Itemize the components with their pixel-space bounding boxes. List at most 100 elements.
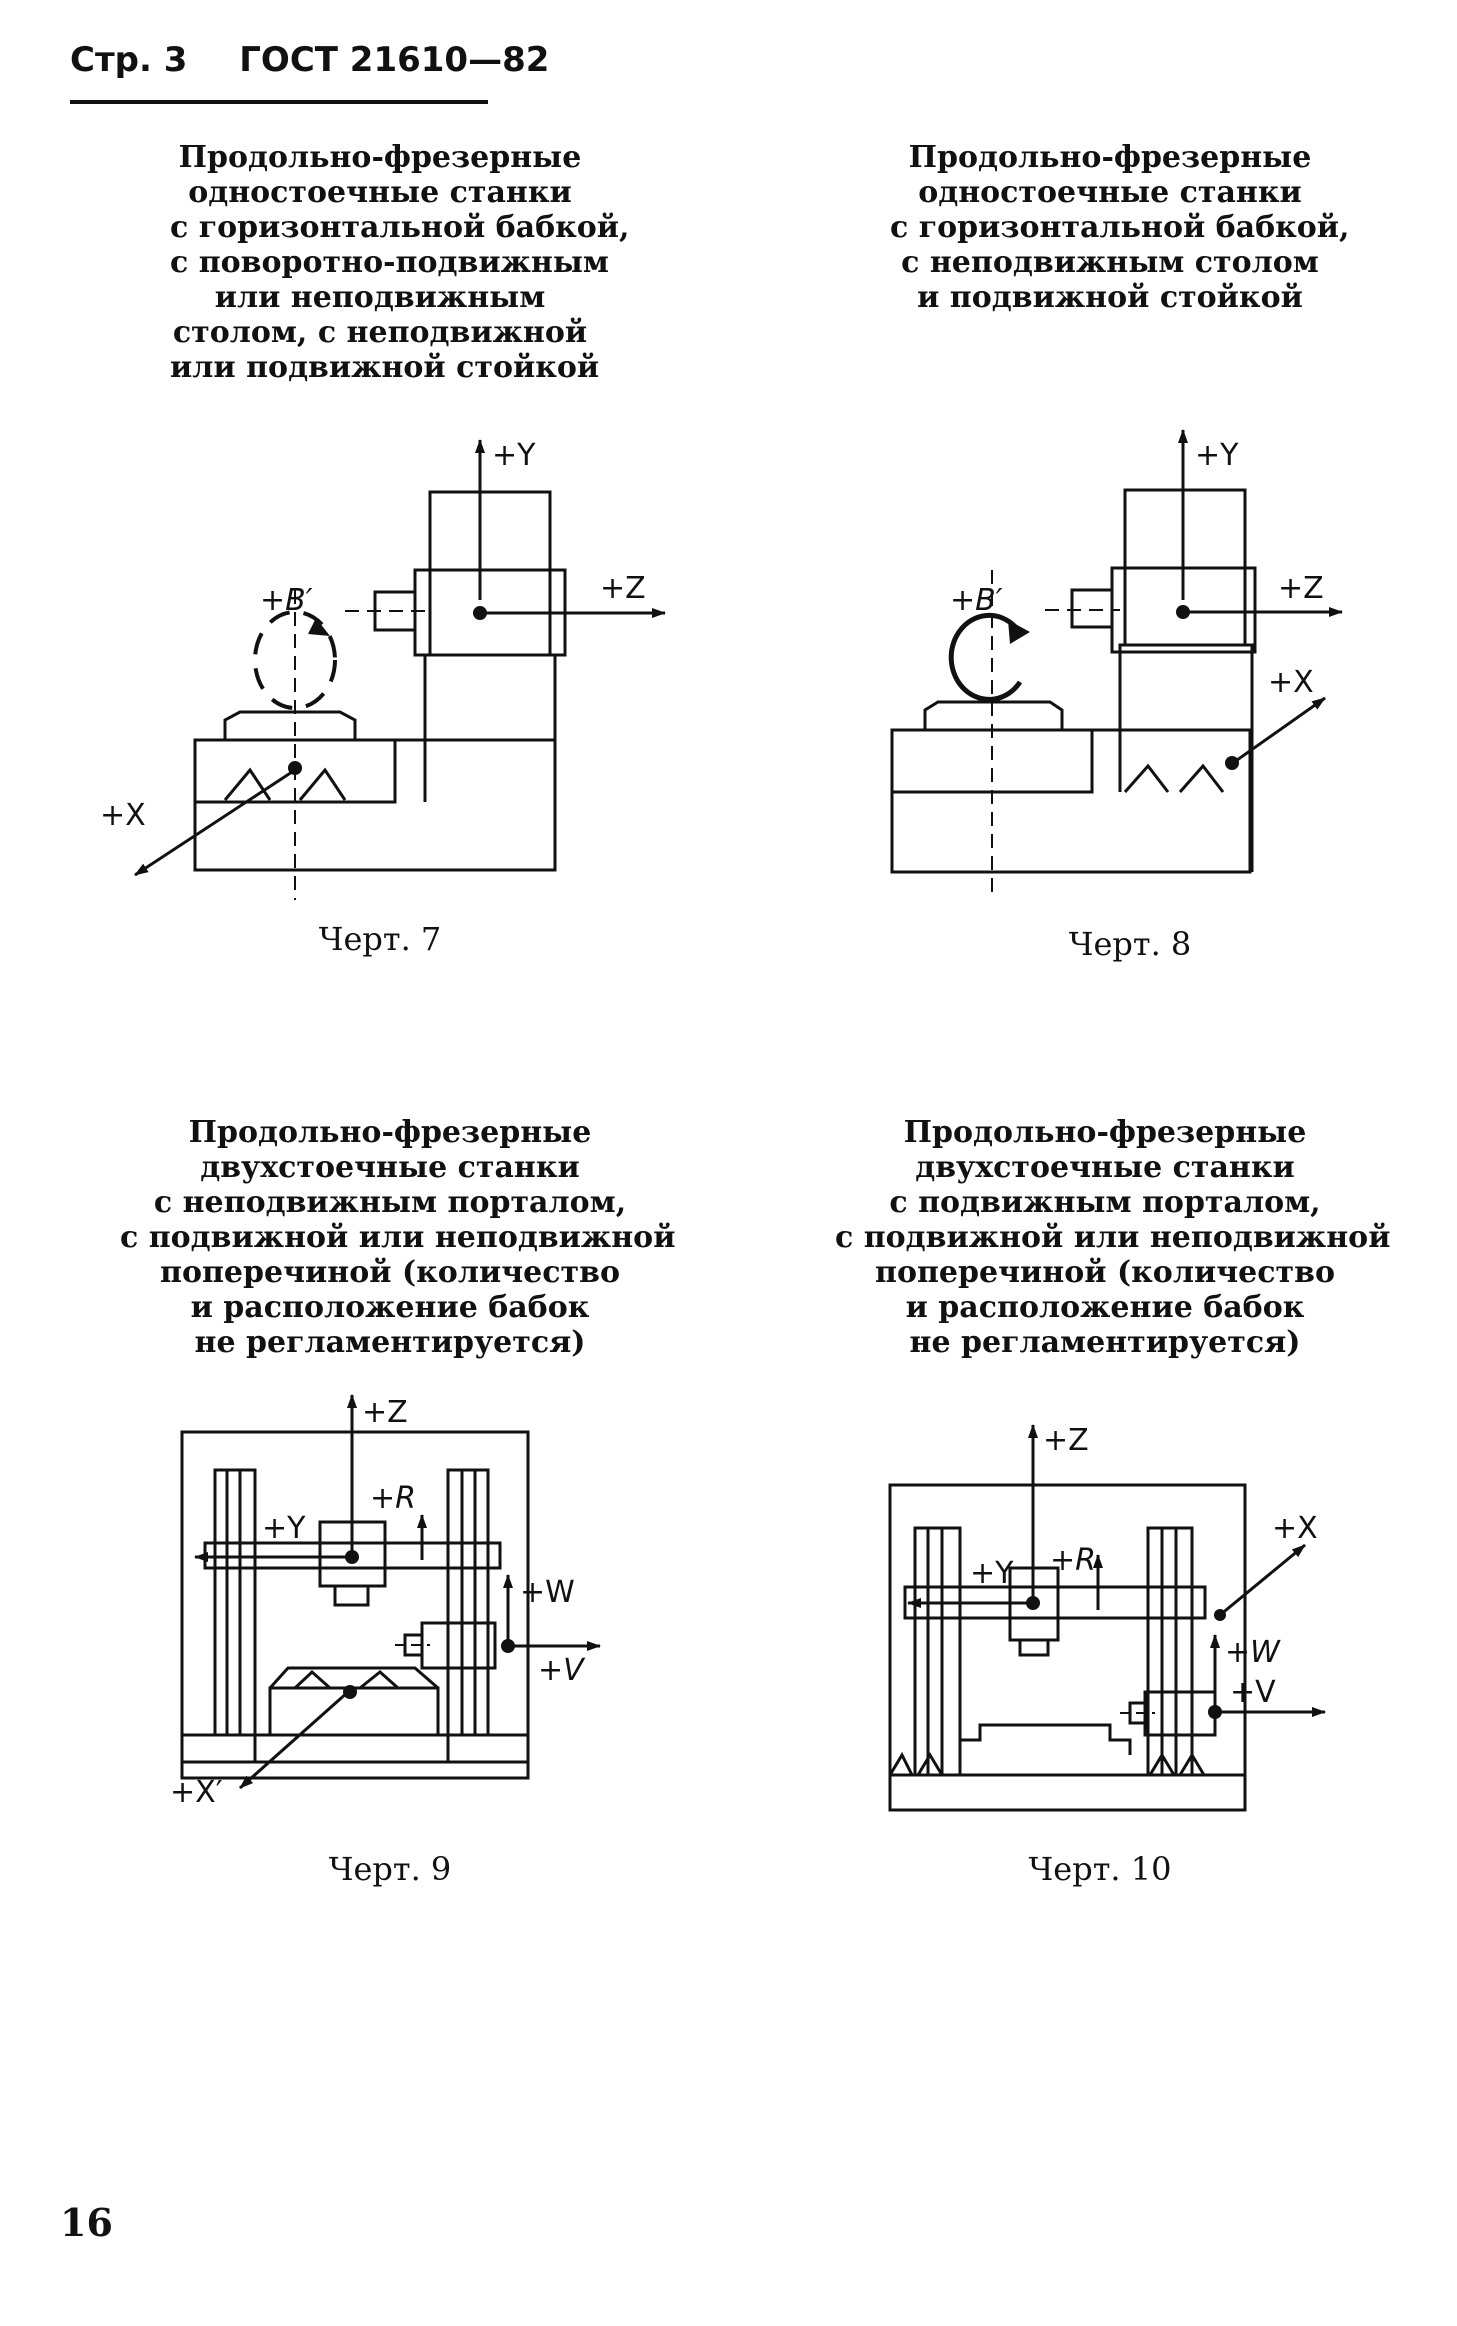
title-line: с горизонтальной бабкой, bbox=[890, 210, 1350, 245]
y-label: +Y bbox=[1195, 438, 1239, 473]
z-label: +Z bbox=[362, 1395, 408, 1430]
z-label: +Z bbox=[1278, 571, 1324, 606]
cross-rail bbox=[903, 1585, 1207, 1620]
figure-9-title: Продольно-фрезерные двухстоечные станки … bbox=[120, 1115, 676, 1360]
figure-10-title: Продольно-фрезерные двухстоечные станки … bbox=[835, 1115, 1391, 1360]
machine-base bbox=[193, 738, 557, 872]
figure-7-title: Продольно-фрезерные одностоечные станки … bbox=[170, 140, 630, 385]
column bbox=[1118, 643, 1254, 872]
machine-base bbox=[890, 728, 1252, 874]
figure-9-diagram: +Z +Y +R +W +V +X′ bbox=[170, 1394, 601, 1810]
rail-head bbox=[318, 1520, 387, 1588]
frame-outline bbox=[888, 1483, 1247, 1812]
title-line: Продольно-фрезерные bbox=[188, 1115, 592, 1150]
title-line: Продольно-фрезерные bbox=[903, 1115, 1307, 1150]
spindle-nose bbox=[1070, 588, 1114, 629]
title-line: Продольно-фрезерные bbox=[908, 140, 1312, 175]
base bbox=[182, 1733, 528, 1764]
v-label: +V bbox=[1230, 1675, 1276, 1710]
figure-7-caption: Черт. 7 bbox=[318, 920, 442, 958]
figure-7-diagram: +Y +Z +B′ +X bbox=[100, 438, 666, 900]
figure-8-caption: Черт. 8 bbox=[1068, 925, 1192, 963]
b-rotation-arrow bbox=[948, 612, 1023, 702]
title-line: с подвижной или неподвижной bbox=[835, 1220, 1391, 1255]
title-line: поперечиной (количество bbox=[160, 1255, 620, 1290]
figure-10-caption: Черт. 10 bbox=[1028, 1850, 1172, 1888]
r-label: +R bbox=[370, 1481, 416, 1516]
title-line: с горизонтальной бабкой, bbox=[170, 210, 630, 245]
title-line: Продольно-фрезерные bbox=[178, 140, 582, 175]
side-head bbox=[420, 1621, 497, 1670]
y-label: +Y bbox=[970, 1556, 1014, 1591]
w-label: +W bbox=[520, 1575, 575, 1610]
standard-number: ГОСТ 21610—82 bbox=[239, 40, 550, 80]
side-head bbox=[1143, 1690, 1217, 1737]
figure-8-diagram: +Y +Z +B′ +X bbox=[890, 429, 1343, 900]
b-label: +B′ bbox=[260, 583, 313, 618]
title-line: или неподвижным bbox=[214, 280, 546, 315]
guideway-notches bbox=[223, 767, 347, 801]
y-label: +Y bbox=[262, 1511, 306, 1546]
rotary-table-top bbox=[223, 710, 357, 740]
x-label: +X bbox=[100, 798, 146, 833]
figure-10-diagram: +Z +X +Y +R +W +V bbox=[888, 1423, 1326, 1812]
title-line: столом, с неподвижной bbox=[172, 315, 588, 350]
workpiece-plate bbox=[923, 700, 1064, 730]
x-label: +X bbox=[1268, 665, 1314, 700]
x-arrow bbox=[1219, 1543, 1306, 1617]
y-label: +Y bbox=[492, 438, 536, 473]
title-line: с неподвижным порталом, bbox=[153, 1185, 627, 1220]
base-slides bbox=[888, 1751, 1206, 1776]
left-column bbox=[913, 1526, 962, 1775]
x-arrow bbox=[1229, 696, 1326, 767]
rail-head-nose bbox=[1018, 1638, 1050, 1657]
x-label: +X′ bbox=[170, 1775, 223, 1810]
title-line: с подвижным порталом, bbox=[889, 1185, 1321, 1220]
title-line: и расположение бабок bbox=[905, 1290, 1305, 1325]
x-arrow bbox=[134, 768, 296, 877]
rail-head bbox=[1008, 1566, 1060, 1642]
spindle-nose bbox=[373, 590, 417, 632]
v-label: +V bbox=[538, 1653, 586, 1688]
base bbox=[890, 1723, 1245, 1777]
title-line: поперечиной (количество bbox=[875, 1255, 1335, 1290]
title-line: и подвижной стойкой bbox=[917, 280, 1303, 315]
right-column bbox=[446, 1468, 490, 1735]
guideway-notches bbox=[1123, 763, 1225, 793]
side-head-nose bbox=[1128, 1701, 1147, 1725]
b-label: +B′ bbox=[950, 583, 1003, 618]
page-ref: Стр. 3 bbox=[70, 40, 188, 80]
title-line: с подвижной или неподвижной bbox=[120, 1220, 676, 1255]
title-line: с неподвижным столом bbox=[901, 245, 1319, 280]
rail-head-nose bbox=[333, 1584, 370, 1607]
page-number: 16 bbox=[60, 2200, 113, 2245]
column bbox=[423, 653, 557, 870]
right-column bbox=[1146, 1526, 1194, 1775]
title-line: не регламентируется) bbox=[909, 1325, 1301, 1360]
left-column bbox=[213, 1468, 257, 1735]
title-line: двухстоечные станки bbox=[915, 1150, 1295, 1185]
title-line: одностоечные станки bbox=[188, 175, 572, 210]
x-label: +X bbox=[1272, 1511, 1318, 1546]
title-line: одностоечные станки bbox=[918, 175, 1302, 210]
z-label: +Z bbox=[600, 571, 646, 606]
title-line: с поворотно-подвижным bbox=[170, 245, 609, 280]
figure-9-caption: Черт. 9 bbox=[328, 1850, 452, 1888]
column-top bbox=[428, 490, 552, 655]
table bbox=[892, 728, 1094, 794]
b-rotation-arrow bbox=[253, 610, 337, 710]
table-slides bbox=[268, 1666, 439, 1690]
w-label: +W bbox=[1225, 1635, 1281, 1670]
header-underline bbox=[70, 100, 488, 104]
side-head-nose bbox=[403, 1633, 424, 1657]
title-line: или подвижной стойкой bbox=[170, 350, 600, 385]
frame-outline bbox=[180, 1430, 530, 1780]
title-line: не регламентируется) bbox=[194, 1325, 586, 1360]
z-label: +Z bbox=[1043, 1423, 1089, 1458]
title-line: и расположение бабок bbox=[190, 1290, 590, 1325]
page-header: Стр. 3 ГОСТ 21610—82 bbox=[70, 40, 549, 80]
figure-8-title: Продольно-фрезерные одностоечные станки … bbox=[890, 140, 1350, 315]
x-arrow bbox=[239, 1690, 349, 1790]
r-label: +R bbox=[1050, 1543, 1096, 1578]
title-line: двухстоечные станки bbox=[200, 1150, 580, 1185]
